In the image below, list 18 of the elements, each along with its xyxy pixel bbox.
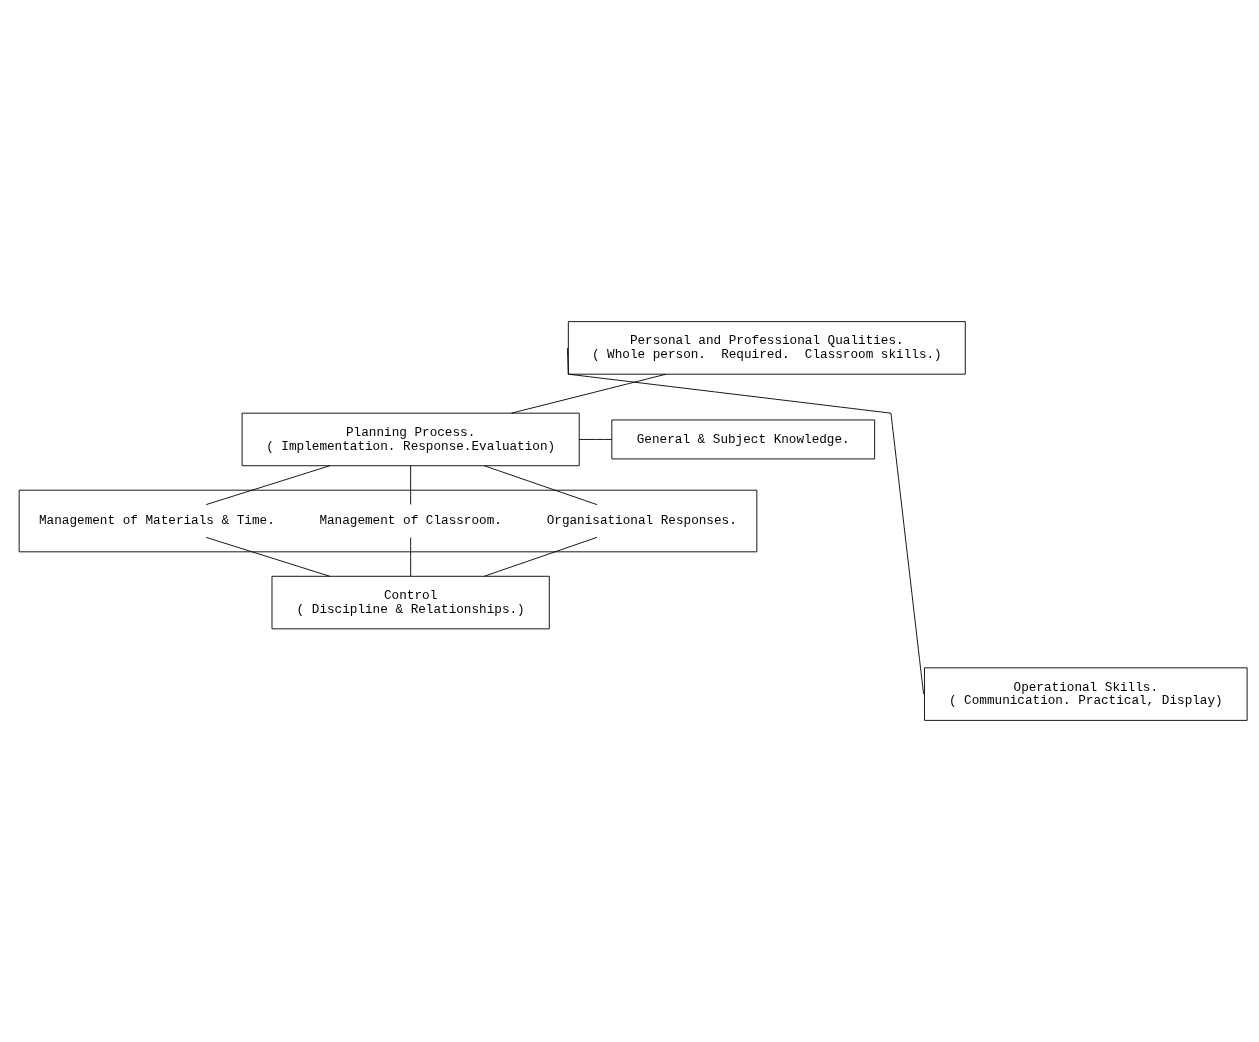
connector (205, 465, 331, 506)
node-box: Control ( Discipline & Relationships.) (271, 575, 550, 630)
connector (483, 465, 598, 506)
connector (410, 465, 412, 505)
connector (566, 347, 925, 695)
connector (578, 439, 613, 440)
node-text: Management of Classroom. (319, 513, 502, 529)
node-box: Planning Process. ( Implementation. Response.Evaluation) (241, 412, 580, 467)
connector (410, 537, 412, 577)
node-box: Operational Skills. ( Communication. Practical, Display) (924, 667, 1248, 721)
node-text: Organisational Responses. (546, 513, 737, 529)
connector (483, 536, 598, 577)
node-box: General & Subject Knowledge. (611, 419, 876, 460)
cluster (18, 489, 758, 553)
node-text: Management of Materials & Time. (39, 513, 275, 529)
node-box: Personal and Professional Qualities. ( Whole person. Required. Classroom skills.) (567, 321, 966, 375)
connector (205, 536, 331, 577)
connector (511, 373, 667, 414)
